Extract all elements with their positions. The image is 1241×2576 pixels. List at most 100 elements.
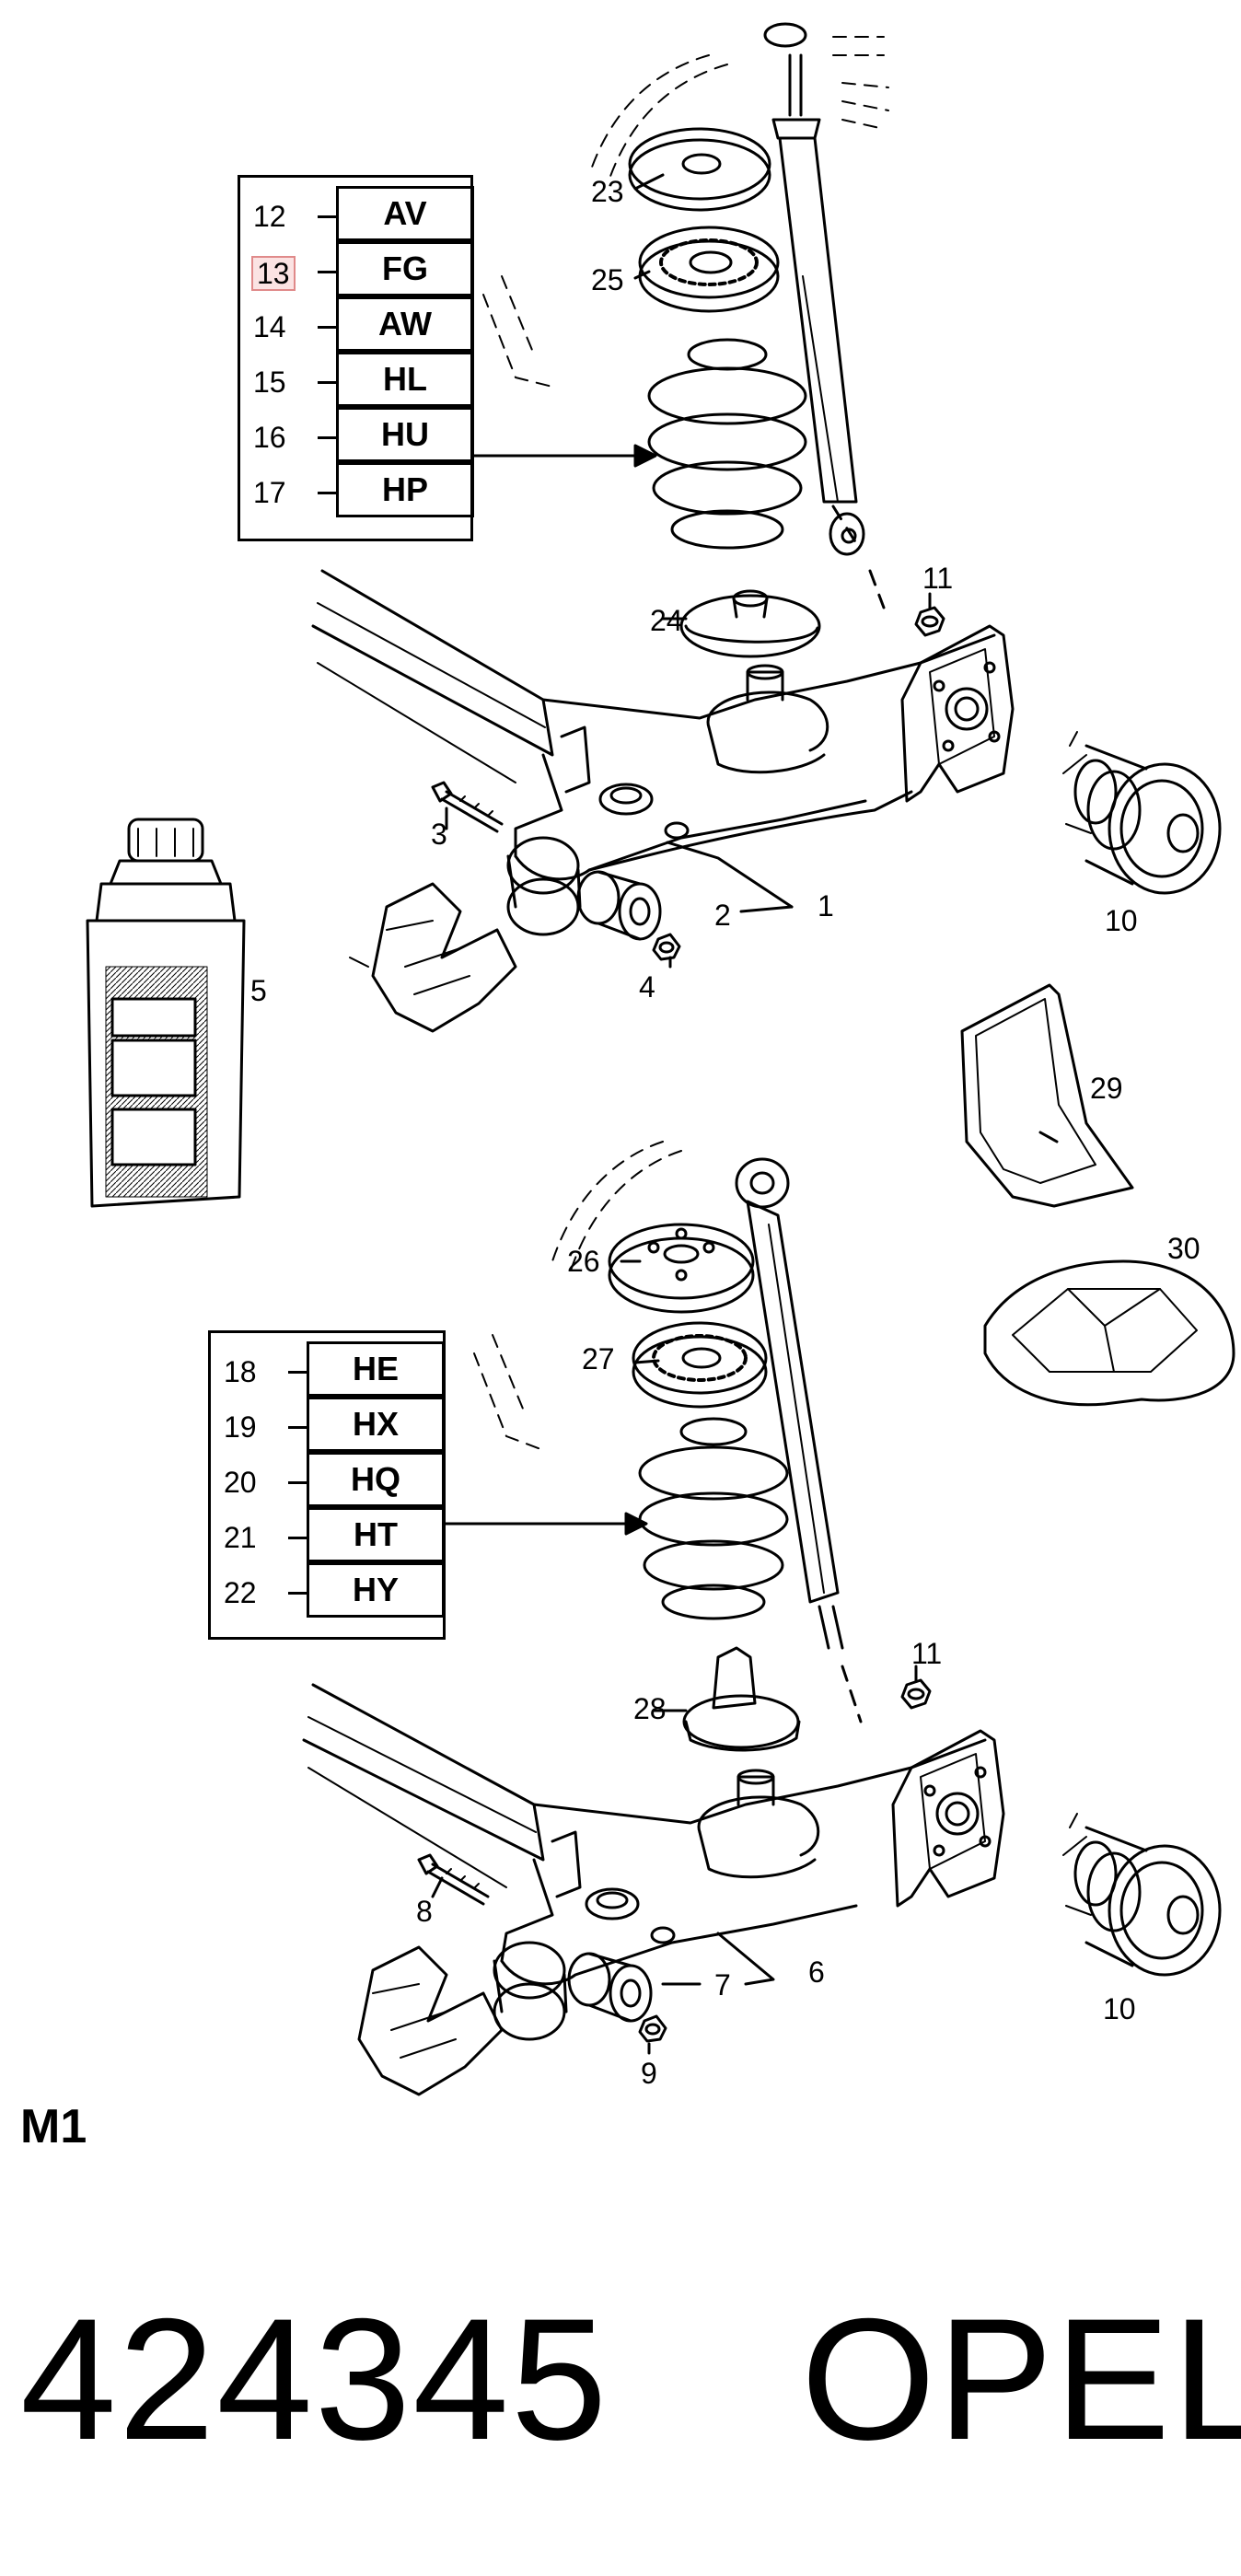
hub-10-top (1062, 731, 1222, 895)
code-label: HQ (307, 1452, 445, 1507)
code-row: 19 HX (211, 1397, 445, 1455)
pad-30 (983, 1259, 1235, 1407)
code-label: HE (307, 1341, 445, 1397)
part-number: 424345 (20, 2282, 609, 2476)
callout-23: 23 (591, 175, 624, 208)
bracket-bottom (891, 1729, 1005, 1908)
code-number: 19 (224, 1410, 257, 1444)
bracket-top (900, 624, 1015, 803)
bolt-3 (431, 781, 504, 833)
code-number: 18 (224, 1355, 257, 1388)
callout-28: 28 (633, 1692, 667, 1725)
nut-11-top (914, 606, 945, 637)
code-number: 14 (253, 310, 286, 343)
spring-seat-24 (679, 589, 821, 658)
code-number-highlighted: 13 (251, 256, 296, 291)
code-label: HL (336, 352, 474, 407)
code-label: HX (307, 1397, 445, 1452)
callout-25: 25 (591, 263, 624, 296)
code-number: 20 (224, 1466, 257, 1499)
code-number: 15 (253, 366, 286, 399)
bushing-2 (576, 870, 662, 941)
hub-10-bottom (1062, 1813, 1222, 1977)
code-row: 16 HU (240, 407, 474, 465)
code-table-bottom: 18 HE 19 HX 20 HQ 21 HT 22 HY (208, 1330, 446, 1640)
bump-stop-28 (682, 1646, 801, 1752)
code-number: 16 (253, 421, 286, 454)
bottom-body-outline (473, 1141, 682, 1451)
code-label: AV (336, 186, 474, 241)
callout-2: 2 (714, 899, 731, 932)
callout-9: 9 (641, 2057, 657, 2090)
callout-4: 4 (639, 970, 655, 1004)
code-number: 17 (253, 476, 286, 509)
callout-3: 3 (431, 818, 447, 851)
leader-lines (431, 173, 1059, 2055)
code-row-highlighted: 13 FG (240, 241, 474, 299)
callout-27: 27 (582, 1342, 615, 1375)
callout-24: 24 (650, 604, 683, 637)
code-row: 18 HE (211, 1341, 445, 1399)
callout-11: 11 (922, 562, 954, 595)
code-number: 22 (224, 1576, 257, 1609)
code-label: HP (336, 462, 474, 517)
code-tick (318, 215, 336, 218)
code-row: 20 HQ (211, 1452, 445, 1510)
nut-4 (652, 933, 681, 961)
code-number: 21 (224, 1521, 257, 1554)
code-label: HT (307, 1507, 445, 1562)
spring-seat-25 (638, 226, 780, 313)
code-row: 17 HP (240, 462, 474, 520)
callout-11-bottom: 11 (911, 1637, 943, 1670)
bolt-8 (417, 1853, 490, 1906)
shock-absorber-top (763, 22, 886, 609)
code-tick (288, 1426, 307, 1429)
top-mount-26 (608, 1223, 755, 1314)
axle-beam-bottom (302, 1683, 987, 2041)
code-tick (318, 492, 336, 494)
nut-9 (638, 2014, 667, 2043)
callout-10: 10 (1105, 904, 1138, 937)
code-label: FG (336, 241, 474, 296)
bracket-lower-bottom (357, 1945, 504, 2096)
coil-spring-top (647, 338, 807, 550)
isolator-23 (628, 127, 771, 212)
code-tick (288, 1371, 307, 1374)
callout-1: 1 (818, 889, 834, 922)
code-tick (318, 326, 336, 329)
code-tick (318, 436, 336, 439)
panel-29 (960, 983, 1134, 1208)
code-number: 12 (253, 200, 286, 233)
code-row: 15 HL (240, 352, 474, 410)
coil-spring-bottom (638, 1417, 789, 1620)
page-id: M1 (20, 2100, 87, 2153)
callout-7: 7 (714, 1968, 731, 2002)
code-tick (318, 271, 336, 273)
code-row: 21 HT (211, 1507, 445, 1565)
callout-10-bottom: 10 (1103, 1992, 1136, 2025)
nut-11-bottom (900, 1678, 932, 1710)
bracket-lower-top (349, 882, 517, 1033)
callout-29: 29 (1090, 1072, 1123, 1105)
callout-26: 26 (567, 1245, 600, 1278)
bushing-7 (567, 1952, 653, 2023)
code-tick (288, 1481, 307, 1484)
code-label: HU (336, 407, 474, 462)
callout-5: 5 (250, 974, 267, 1007)
shock-absorber-bottom (735, 1157, 863, 1723)
code-label: AW (336, 296, 474, 352)
code-table-top: 12 AV 13 FG 14 AW 15 HL 16 HU 17 HP (238, 175, 474, 541)
code-tick (288, 1592, 307, 1595)
code-label: HY (307, 1562, 445, 1618)
brand-name: OPEL (801, 2282, 1241, 2476)
code-row: 22 HY (211, 1562, 445, 1620)
code-row: 14 AW (240, 296, 474, 354)
callout-30: 30 (1167, 1232, 1200, 1265)
code-row: 12 AV (240, 186, 474, 244)
code-tick (288, 1537, 307, 1539)
oil-bottle-5 (86, 818, 246, 1208)
spring-seat-27 (632, 1321, 768, 1409)
top-body-outline (482, 36, 889, 388)
